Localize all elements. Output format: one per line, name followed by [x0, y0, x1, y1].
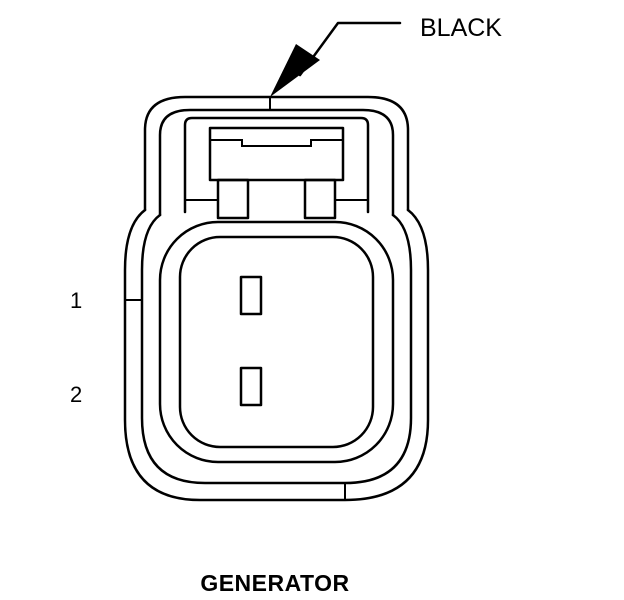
callout-leader-line — [298, 21, 402, 77]
latch-arm-left — [216, 178, 250, 220]
pin-2-label: 2 — [70, 382, 82, 407]
callout-arrowhead — [270, 44, 320, 97]
mating-face-inner — [178, 235, 375, 449]
color-callout: BLACK — [270, 14, 502, 97]
latch-housing-inner — [158, 108, 395, 217]
pin-1-cavity — [239, 275, 263, 316]
color-label: BLACK — [420, 14, 502, 42]
latch-tab — [183, 116, 370, 214]
pin-1-label: 1 — [70, 288, 82, 313]
mating-face-outer — [158, 220, 395, 464]
latch-housing-outer — [143, 95, 410, 212]
connector-shell — [123, 95, 430, 502]
body-inner — [140, 213, 413, 485]
latch-button-notch — [210, 139, 343, 147]
connector-title: GENERATOR — [200, 570, 349, 596]
latch-arm-right — [303, 178, 337, 220]
pin-2-cavity — [239, 366, 263, 407]
body-outer — [123, 208, 430, 502]
latch-button — [208, 126, 345, 182]
